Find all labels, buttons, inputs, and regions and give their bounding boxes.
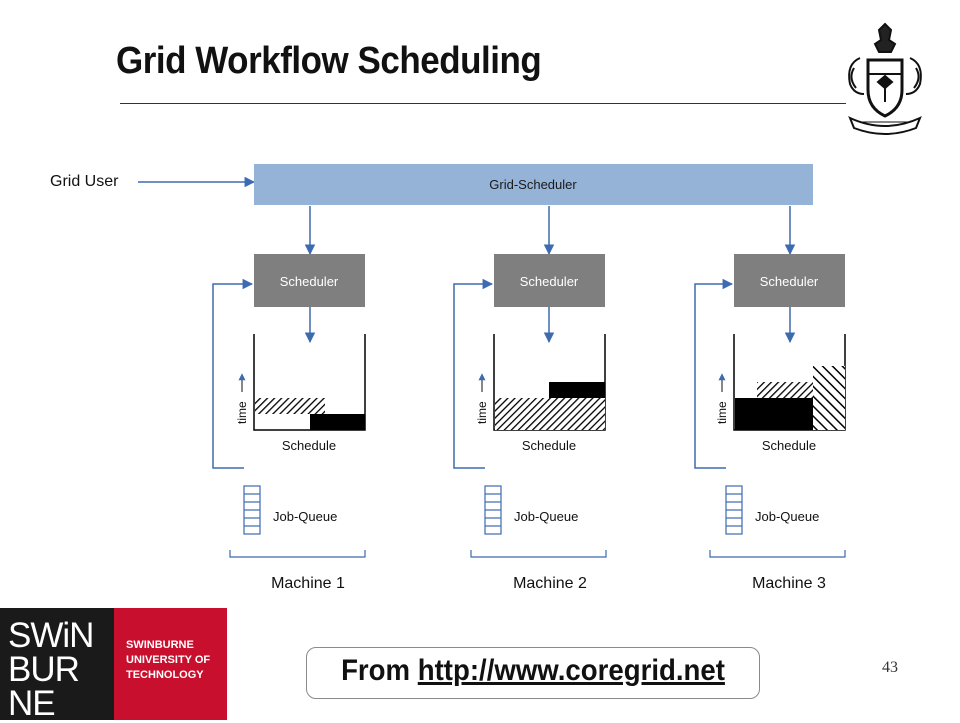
time-axis-label: time bbox=[235, 401, 249, 424]
swinburne-university-logo: SWINBURNE UNIVERSITY OF TECHNOLOGY bbox=[114, 608, 227, 720]
job-block bbox=[549, 382, 605, 398]
job-block bbox=[255, 398, 325, 414]
grid-scheduler-label: Grid-Scheduler bbox=[489, 177, 577, 192]
job-queue-label: Job-Queue bbox=[514, 509, 578, 524]
swinburne-wordmark-logo: SWiN BUR NE bbox=[0, 608, 114, 723]
university-name-line: SWINBURNE bbox=[126, 639, 194, 651]
grid-user-label: Grid User bbox=[50, 173, 119, 190]
scheduler-label: Scheduler bbox=[760, 274, 819, 289]
job-queue-icon bbox=[484, 485, 502, 535]
machine-label: Machine 1 bbox=[271, 575, 345, 592]
scheduler-label: Scheduler bbox=[280, 274, 339, 289]
job-block bbox=[735, 398, 813, 430]
logo-word-line: SWiN bbox=[8, 616, 94, 655]
scheduler-box bbox=[254, 254, 365, 307]
scheduler-label: Scheduler bbox=[520, 274, 579, 289]
logo-word-line: BUR bbox=[8, 650, 80, 689]
job-queue-icon bbox=[243, 485, 261, 535]
job-queue-icon bbox=[725, 485, 743, 535]
feedback-arrow bbox=[694, 278, 734, 469]
scheduler-box bbox=[494, 254, 605, 307]
machine-2: Scheduler time Schedule Job-Queue Machin… bbox=[453, 254, 607, 592]
university-name-line: UNIVERSITY OF bbox=[126, 654, 211, 666]
job-block bbox=[757, 382, 813, 398]
job-block bbox=[813, 366, 845, 430]
job-queue-label: Job-Queue bbox=[755, 509, 819, 524]
slide-title: Grid Workflow Scheduling bbox=[116, 40, 542, 82]
schedule-label: Schedule bbox=[282, 438, 336, 453]
source-callout-box bbox=[306, 647, 760, 699]
logo-word-line: NE bbox=[8, 684, 56, 723]
machine-label: Machine 3 bbox=[752, 575, 826, 592]
coregrid-link[interactable]: http://www.coregrid.net bbox=[417, 654, 725, 687]
title-divider bbox=[120, 103, 846, 104]
job-queue-label: Job-Queue bbox=[273, 509, 337, 524]
job-block bbox=[495, 398, 605, 430]
crest-icon bbox=[848, 22, 922, 135]
grid-scheduler-box bbox=[254, 164, 813, 205]
machine-1: Scheduler time Schedule Job-Queue Machin… bbox=[212, 254, 366, 592]
source-callout: From http://www.coregrid.net bbox=[324, 654, 742, 688]
page-number: 43 bbox=[882, 659, 898, 676]
schedule-label: Schedule bbox=[522, 438, 576, 453]
schedule-container bbox=[253, 334, 366, 431]
job-block bbox=[310, 414, 365, 430]
university-name-line: TECHNOLOGY bbox=[126, 669, 204, 681]
machine-3: Scheduler time Schedule Job-Queue Machin… bbox=[694, 254, 846, 592]
machine-label: Machine 2 bbox=[513, 575, 587, 592]
feedback-arrow bbox=[212, 278, 254, 469]
scheduler-box bbox=[734, 254, 845, 307]
feedback-arrow bbox=[453, 278, 494, 469]
source-prefix: From bbox=[341, 654, 418, 687]
schedule-label: Schedule bbox=[762, 438, 816, 453]
time-axis-label: time bbox=[475, 401, 489, 424]
time-axis-label: time bbox=[715, 401, 729, 424]
